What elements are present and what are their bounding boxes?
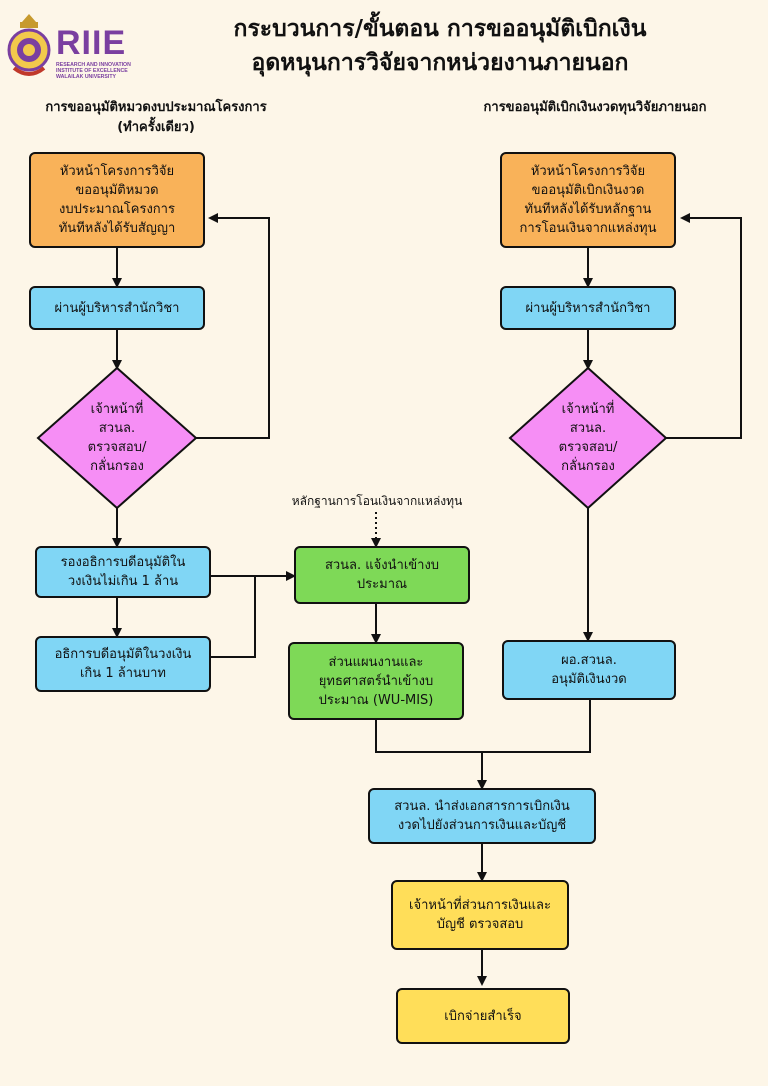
- left-president-approve-box: อธิการบดีอนุมัติในวงเงิน เกิน 1 ล้านบาท: [35, 636, 211, 692]
- logo-subtitle-3: WALAILAK UNIVERSITY: [56, 74, 116, 80]
- right-check-line3: ตรวจสอบ/: [558, 440, 618, 455]
- left-request-line4: ทันทีหลังได้รับสัญญา: [58, 221, 176, 236]
- right-director-line1: ผอ.สวนล.: [561, 653, 617, 668]
- planning-line2: ยุทธศาสตร์นำเข้างบ: [318, 673, 434, 689]
- notify-line1: สวนล. แจ้งนำเข้างบ: [324, 558, 440, 573]
- send-documents-box: สวนล. นำส่งเอกสารการเบิกเงิน งวดไปยังส่ว…: [368, 788, 596, 844]
- send-docs-line2: งวดไปยังส่วนการเงินและบัญชี: [397, 818, 567, 833]
- planning-line3: ประมาณ (WU-MIS): [318, 692, 434, 708]
- planning-line1: ส่วนแผนงานและ: [328, 654, 424, 670]
- right-dean-label: ผ่านผู้บริหารสำนักวิชา: [525, 300, 651, 316]
- logo-subtitle-1: RESEARCH AND INNOVATION: [56, 62, 131, 68]
- notify-line2: ประมาณ: [356, 577, 408, 592]
- left-dean-label: ผ่านผู้บริหารสำนักวิชา: [54, 300, 180, 316]
- logo-subtitle-2: INSTITUTE OF EXCELLENCE: [56, 68, 128, 74]
- right-dean-box: ผ่านผู้บริหารสำนักวิชา: [500, 286, 676, 330]
- left-request-line2: ขออนุมัติหมวด: [75, 183, 159, 198]
- right-check-diamond: [508, 366, 668, 510]
- right-check-line1: เจ้าหน้าที่: [561, 402, 615, 417]
- left-president-line1: อธิการบดีอนุมัติในวงเงิน: [54, 647, 192, 662]
- right-request-line4: การโอนเงินจากแหล่งทุน: [519, 221, 657, 236]
- send-docs-line1: สวนล. นำส่งเอกสารการเบิกเงิน: [394, 799, 570, 814]
- right-request-line3: ทันทีหลังได้รับหลักฐาน: [524, 202, 652, 217]
- left-header-line2: (ทำครั้งเดียว): [117, 120, 195, 135]
- page-title-line2: อุดหนุนการวิจัยจากหน่วยงานภายนอก: [251, 50, 629, 76]
- university-seal-icon: [7, 14, 51, 76]
- left-check-text: เจ้าหน้าที่ สวนล. ตรวจสอบ/ กลั่นกรอง: [58, 384, 176, 492]
- right-request-line1: หัวหน้าโครงการวิจัย: [530, 164, 646, 179]
- right-director-line2: อนุมัติเงินงวด: [551, 672, 627, 687]
- left-vp-line1: รองอธิการบดีอนุมัติใน: [60, 555, 186, 570]
- left-vp-approve-box: รองอธิการบดีอนุมัติใน วงเงินไม่เกิน 1 ล้…: [35, 546, 211, 598]
- notify-budget-box: สวนล. แจ้งนำเข้างบ ประมาณ: [294, 546, 470, 604]
- finance-check-box: เจ้าหน้าที่ส่วนการเงินและ บัญชี ตรวจสอบ: [391, 880, 569, 950]
- left-vp-line2: วงเงินไม่เกิน 1 ล้าน: [67, 574, 179, 589]
- left-president-line2: เกิน 1 ล้านบาท: [79, 666, 166, 681]
- page-title-line1: กระบวนการ/ขั้นตอน การขออนุมัติเบิกเงิน: [233, 16, 647, 42]
- disbursement-success-box: เบิกจ่ายสำเร็จ: [396, 988, 570, 1044]
- finance-check-line2: บัญชี ตรวจสอบ: [436, 917, 524, 932]
- right-request-box: หัวหน้าโครงการวิจัย ขออนุมัติเบิกเงินงวด…: [500, 152, 676, 248]
- left-check-line3: ตรวจสอบ/: [87, 440, 147, 455]
- right-check-text: เจ้าหน้าที่ สวนล. ตรวจสอบ/ กลั่นกรอง: [529, 384, 647, 492]
- left-request-line1: หัวหน้าโครงการวิจัย: [59, 164, 175, 179]
- evidence-note: หลักฐานการโอนเงินจากแหล่งทุน: [291, 494, 463, 508]
- left-check-line4: กลั่นกรอง: [90, 459, 144, 474]
- left-check-line1: เจ้าหน้าที่: [90, 402, 144, 417]
- logo-wordmark: RIIE: [56, 24, 127, 62]
- left-header-line1: การขออนุมัติหมวดงบประมาณโครงการ: [45, 100, 267, 115]
- right-check-line4: กลั่นกรอง: [561, 459, 615, 474]
- right-header: การขออนุมัติเบิกเงินงวดทุนวิจัยภายนอก: [483, 100, 707, 115]
- success-label: เบิกจ่ายสำเร็จ: [444, 1008, 522, 1024]
- left-dean-box: ผ่านผู้บริหารสำนักวิชา: [29, 286, 205, 330]
- finance-check-line1: เจ้าหน้าที่ส่วนการเงินและ: [409, 898, 551, 913]
- left-request-line3: งบประมาณโครงการ: [59, 202, 175, 217]
- right-request-line2: ขออนุมัติเบิกเงินงวด: [531, 183, 645, 198]
- riie-logo: RIIE RESEARCH AND INNOVATION INSTITUTE O…: [6, 6, 146, 84]
- left-check-line2: สวนล.: [98, 421, 136, 436]
- right-check-line2: สวนล.: [569, 421, 607, 436]
- left-request-box: หัวหน้าโครงการวิจัย ขออนุมัติหมวด งบประม…: [29, 152, 205, 248]
- left-check-diamond: [36, 366, 198, 510]
- right-director-approve-box: ผอ.สวนล. อนุมัติเงินงวด: [502, 640, 676, 700]
- planning-wumis-box: ส่วนแผนงานและ ยุทธศาสตร์นำเข้างบ ประมาณ …: [288, 642, 464, 720]
